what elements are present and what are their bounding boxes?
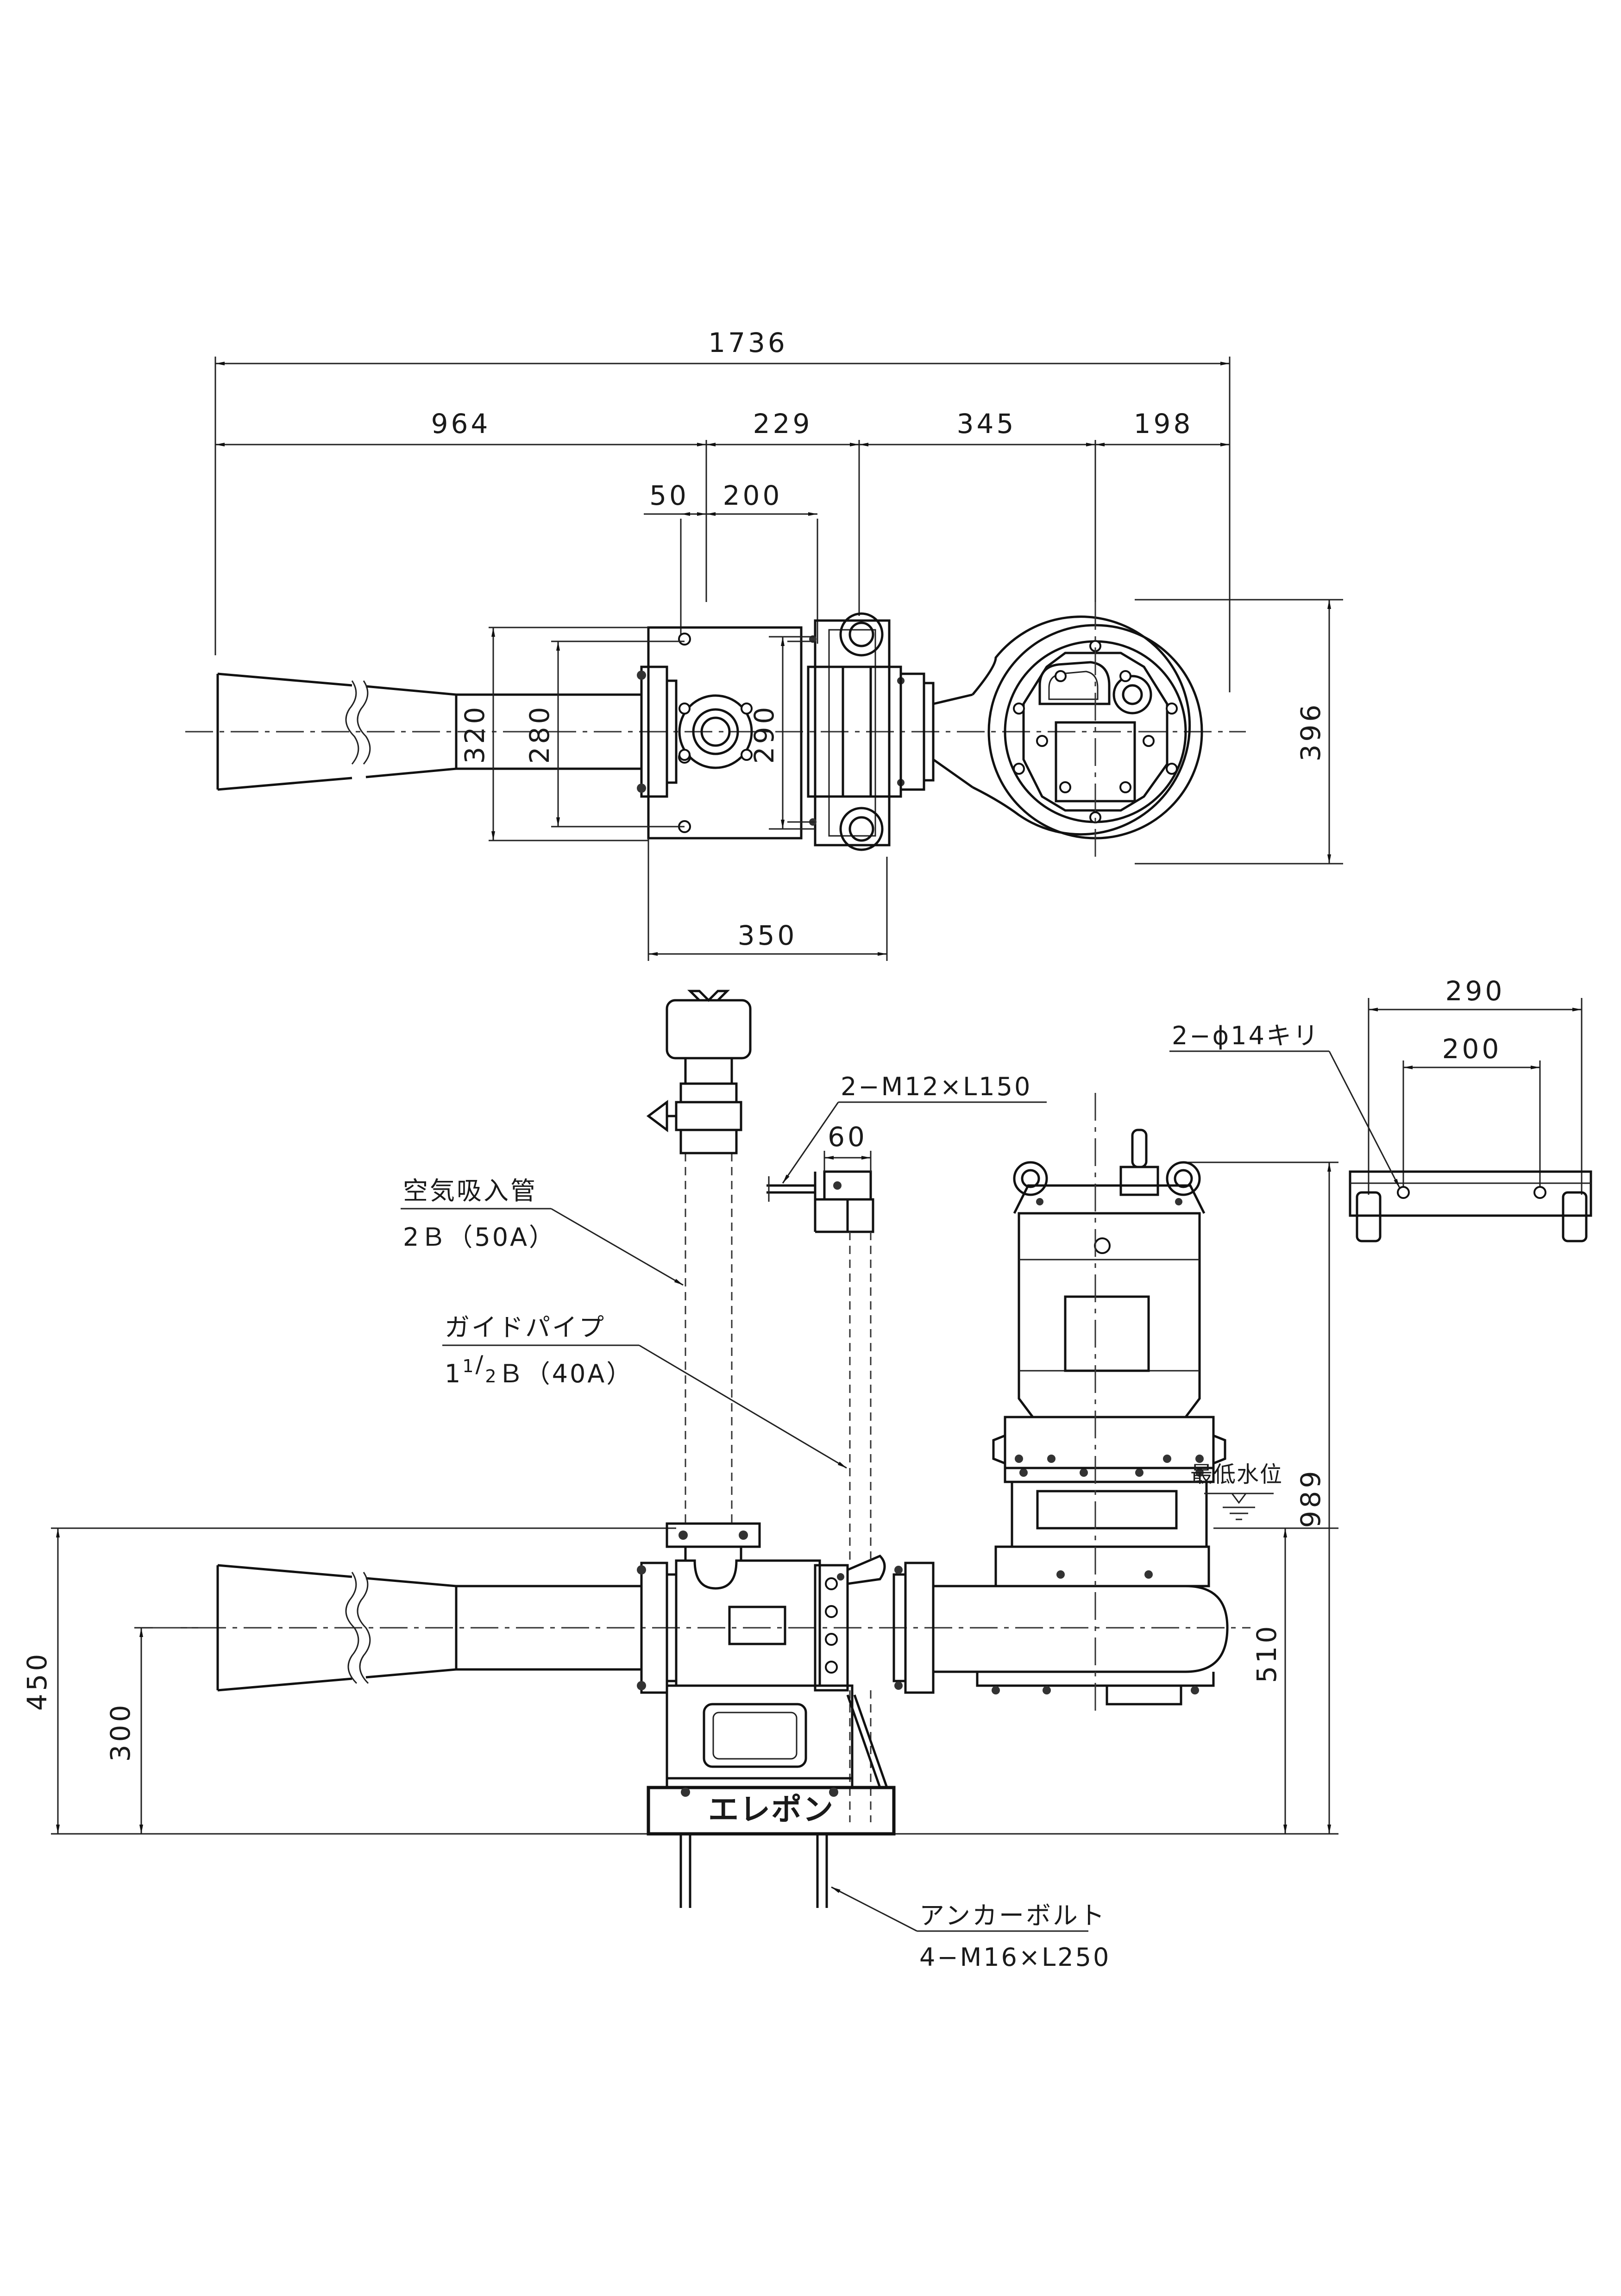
guide-pipe-name: ガイドパイプ: [445, 1313, 606, 1342]
anchor-bolt-size: 4−M16×L250: [919, 1943, 1111, 1972]
plan-view: 1736 964 229 345 198 50 200: [185, 327, 1343, 961]
dim-350: 350: [738, 920, 798, 951]
anchor-bolt-name: アンカーボルト: [919, 1901, 1106, 1930]
brand-plate: エレポン: [708, 1792, 834, 1827]
dim-989: 989: [1295, 1468, 1326, 1528]
dim-200: 200: [723, 480, 783, 511]
dim-300: 300: [105, 1702, 136, 1762]
air-pipe-size: 2Ｂ（50A）: [403, 1223, 556, 1252]
min-water-level-label: 最低水位: [1190, 1462, 1283, 1487]
dim-60: 60: [828, 1121, 867, 1153]
dim-229: 229: [753, 408, 813, 439]
dim-50: 50: [649, 480, 689, 511]
guide-pipe-size-rest: Ｂ（40A）: [498, 1359, 634, 1388]
dim-510: 510: [1251, 1624, 1282, 1683]
dim-396: 396: [1295, 702, 1326, 762]
guide-pipe-size-whole: 1: [445, 1359, 462, 1388]
air-pipe-name: 空気吸入管: [403, 1176, 537, 1205]
hole-note: 2−ϕ14キリ: [1172, 1021, 1320, 1050]
guide-pipe-size-num: 1: [462, 1356, 475, 1376]
dim-290-detail: 290: [1445, 975, 1505, 1007]
guide-pipe-size: 11/2Ｂ（40A）: [445, 1351, 633, 1388]
dim-290: 290: [748, 704, 780, 764]
guide-pipe-size-den: 2: [485, 1366, 498, 1386]
dim-200-detail: 200: [1442, 1033, 1502, 1065]
dim-280: 280: [524, 704, 555, 764]
dim-964: 964: [431, 408, 491, 439]
dim-320: 320: [459, 704, 490, 764]
dim-overall-1736: 1736: [708, 327, 788, 358]
elevation-view: 450 300 989 510: [21, 990, 1338, 1972]
dim-450: 450: [21, 1651, 53, 1711]
bolt-note: 2−M12×L150: [841, 1072, 1032, 1101]
dim-198: 198: [1134, 408, 1194, 439]
dim-345: 345: [957, 408, 1017, 439]
side-detail-view: 290 200 2−ϕ14キリ: [1169, 975, 1592, 1242]
